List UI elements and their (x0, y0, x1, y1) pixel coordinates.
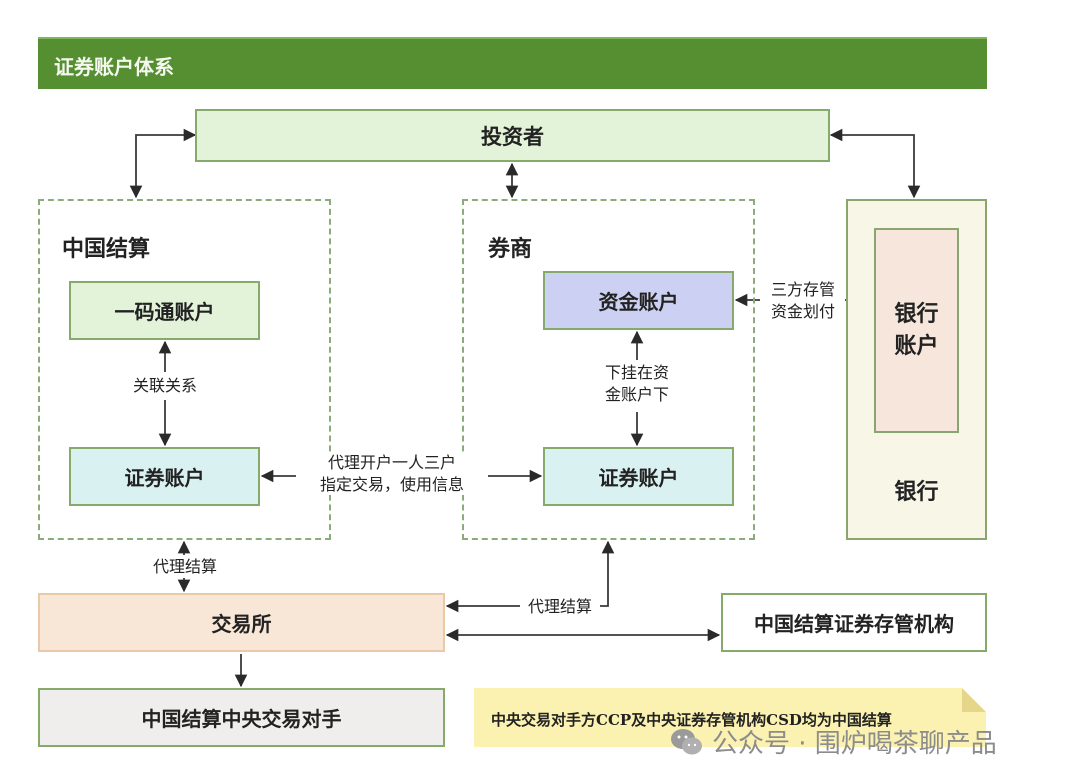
edge-broker-settle-up (600, 540, 615, 607)
node-exchange: 交易所 (38, 593, 445, 652)
wechat-icon (671, 728, 702, 754)
label-association: 关联关系 (120, 375, 210, 397)
group-csdc: 中国结算 (38, 199, 331, 540)
label-custody-line1: 三方存管 (770, 280, 835, 299)
page-title: 证券账户体系 (54, 55, 174, 79)
group-csdc-label: 中国结算 (62, 236, 151, 262)
label-agency-settlement-left: 代理结算 (140, 556, 230, 578)
group-broker: 券商 (462, 199, 755, 540)
label-custody-line2: 资金划付 (770, 301, 835, 321)
node-investor: 投资者 (195, 109, 830, 162)
label-agency-opening: 代理开户一人三户 指定交易，使用信息 (296, 452, 488, 496)
edge-investor-bank (829, 128, 921, 199)
note-shape (474, 688, 986, 747)
bank-account-label: 银行账户 (894, 300, 939, 359)
node-one-code-account: 一码通账户 (69, 281, 260, 340)
label-attached-line2: 金账户下 (604, 384, 669, 404)
watermark: 公众号 · 围炉喝茶聊产品 (670, 723, 997, 760)
label-attached-line1: 下挂在资 (604, 363, 669, 382)
note-text: 中央交易对手方CCP及中央证券存管机构CSD均为中国结算 (491, 711, 892, 729)
node-fund-account: 资金账户 (543, 271, 734, 330)
label-agency-line2: 指定交易，使用信息 (319, 474, 464, 494)
label-attached: 下挂在资 金账户下 (592, 362, 682, 406)
label-custody: 三方存管 资金划付 (762, 279, 844, 323)
node-csd: 中国结算证券存管机构 (721, 593, 987, 652)
label-agency-line1: 代理开户一人三户 (327, 453, 456, 472)
node-ccp: 中国结算中央交易对手 (38, 688, 445, 747)
edge-investor-csdc (129, 128, 197, 199)
bank-label: 银行 (894, 479, 939, 505)
group-broker-label: 券商 (488, 236, 533, 262)
node-csdc-securities-account: 证券账户 (69, 447, 260, 506)
watermark-text: 公众号 · 围炉喝茶聊产品 (712, 729, 997, 759)
note-fold (962, 688, 986, 712)
node-broker-securities-account: 证券账户 (543, 447, 734, 506)
node-bank-account: 银行账户 (874, 228, 959, 433)
title-bar: 证券账户体系 (38, 37, 987, 89)
label-agency-settlement-right: 代理结算 (521, 596, 599, 618)
